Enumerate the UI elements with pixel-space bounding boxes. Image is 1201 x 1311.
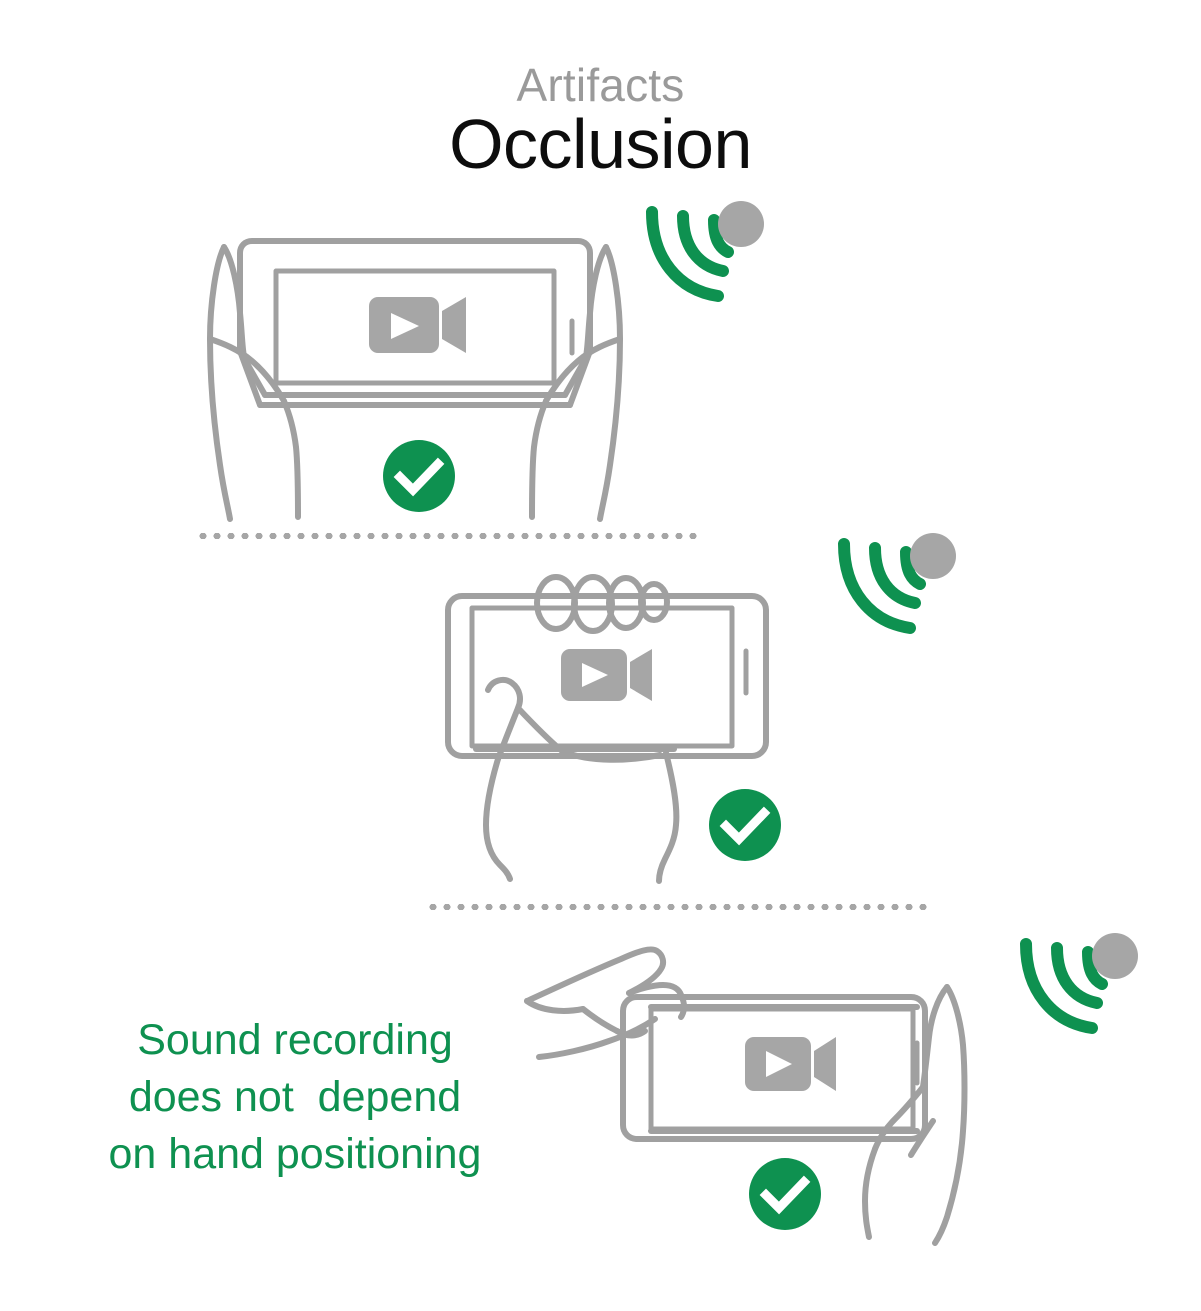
caption-text: Sound recording does not depend on hand …	[60, 1012, 530, 1183]
phone-left-bevel	[237, 348, 263, 408]
panel-one-handed-top-grip	[430, 563, 800, 893]
palm-top-edge	[559, 748, 663, 763]
sound-wave-arc-inner	[900, 546, 926, 590]
sound-waves-icon	[828, 528, 958, 648]
caption-line-3: on hand positioning	[108, 1130, 482, 1178]
caption-line-2: does not depend	[128, 1073, 462, 1121]
page-title-main: Occlusion	[449, 105, 752, 183]
status-badge-circle	[749, 1158, 821, 1230]
thumb-outline	[485, 676, 523, 762]
palm-right-edge	[656, 750, 680, 884]
caption-line-1: Sound recording	[137, 1016, 453, 1064]
divider-dotted-2	[426, 904, 930, 910]
video-camera-icon	[561, 649, 652, 701]
left-hand-knuckle	[626, 982, 684, 998]
sound-waves-icon	[1010, 928, 1140, 1048]
panel-2-illustration	[445, 574, 769, 884]
right-hand-finger-1	[872, 1084, 926, 1152]
left-hand-index-finger-top	[524, 946, 667, 1004]
status-badge-check-3	[749, 1158, 821, 1230]
sound-wave-arc-inner	[708, 214, 734, 258]
sound-wave-arc-middle	[1051, 942, 1103, 1009]
status-badge-check-2	[709, 789, 781, 861]
status-badge-circle	[709, 789, 781, 861]
video-camera-icon	[369, 297, 466, 353]
right-hand-inner-edge	[529, 398, 549, 520]
video-camera-icon	[745, 1037, 836, 1091]
phone-body-outline	[237, 238, 593, 398]
panel-3-illustration	[524, 946, 968, 1246]
panel-two-handed-reaching-grip	[505, 925, 975, 1246]
right-hand-thumb-outer	[920, 984, 950, 1090]
title-eyebrow: Artifacts	[516, 59, 685, 111]
check-mark-icon	[719, 806, 771, 846]
thumb-inner-fold	[515, 705, 565, 754]
left-hand-middle-finger	[580, 1006, 620, 1034]
microphone-dot-icon	[718, 201, 764, 247]
check-mark-icon	[393, 457, 445, 497]
right-hand-palm-curve	[543, 336, 623, 404]
microphone-dot-icon	[1092, 933, 1138, 979]
status-badge-circle	[383, 440, 455, 512]
phone-body-outline	[620, 994, 928, 1142]
page-title: Artifacts Occlusion	[0, 60, 1201, 180]
sound-wave-arc-middle	[677, 210, 729, 277]
sound-waves-icon	[636, 196, 766, 316]
finger-1	[534, 574, 578, 632]
right-hand-inner-edge	[862, 1146, 878, 1240]
sound-wave-arc-outer	[646, 206, 724, 302]
microphone-dot-icon	[910, 533, 956, 579]
left-hand-outer-edge	[207, 244, 233, 522]
check-mark-icon	[759, 1175, 811, 1215]
palm-left-edge	[483, 756, 513, 882]
sound-wave-arc-outer	[1020, 938, 1098, 1034]
left-hand-finger-fold	[614, 1028, 648, 1039]
left-hand-lower-edge	[536, 1016, 658, 1060]
right-hand-outer-edge	[597, 244, 623, 522]
divider-dotted-1	[196, 533, 702, 539]
phone-right-bevel	[567, 348, 593, 408]
left-hand-web	[524, 998, 586, 1014]
panel-1-illustration	[207, 238, 623, 522]
phone-screen-outline	[648, 1006, 916, 1132]
left-hand-palm-curve	[207, 336, 287, 404]
phone-screen-outline	[273, 268, 557, 386]
finger-4	[638, 581, 670, 623]
right-hand-outer-edge	[932, 984, 968, 1246]
panel-two-handed-landscape-grip	[180, 215, 650, 525]
sound-wave-arc-inner	[1082, 946, 1108, 990]
right-hand-finger-2	[908, 1118, 936, 1158]
sound-wave-arc-outer	[838, 538, 916, 634]
left-hand-inner-edge	[281, 398, 301, 520]
sound-wave-arc-middle	[869, 542, 921, 609]
status-badge-check-1	[383, 440, 455, 512]
